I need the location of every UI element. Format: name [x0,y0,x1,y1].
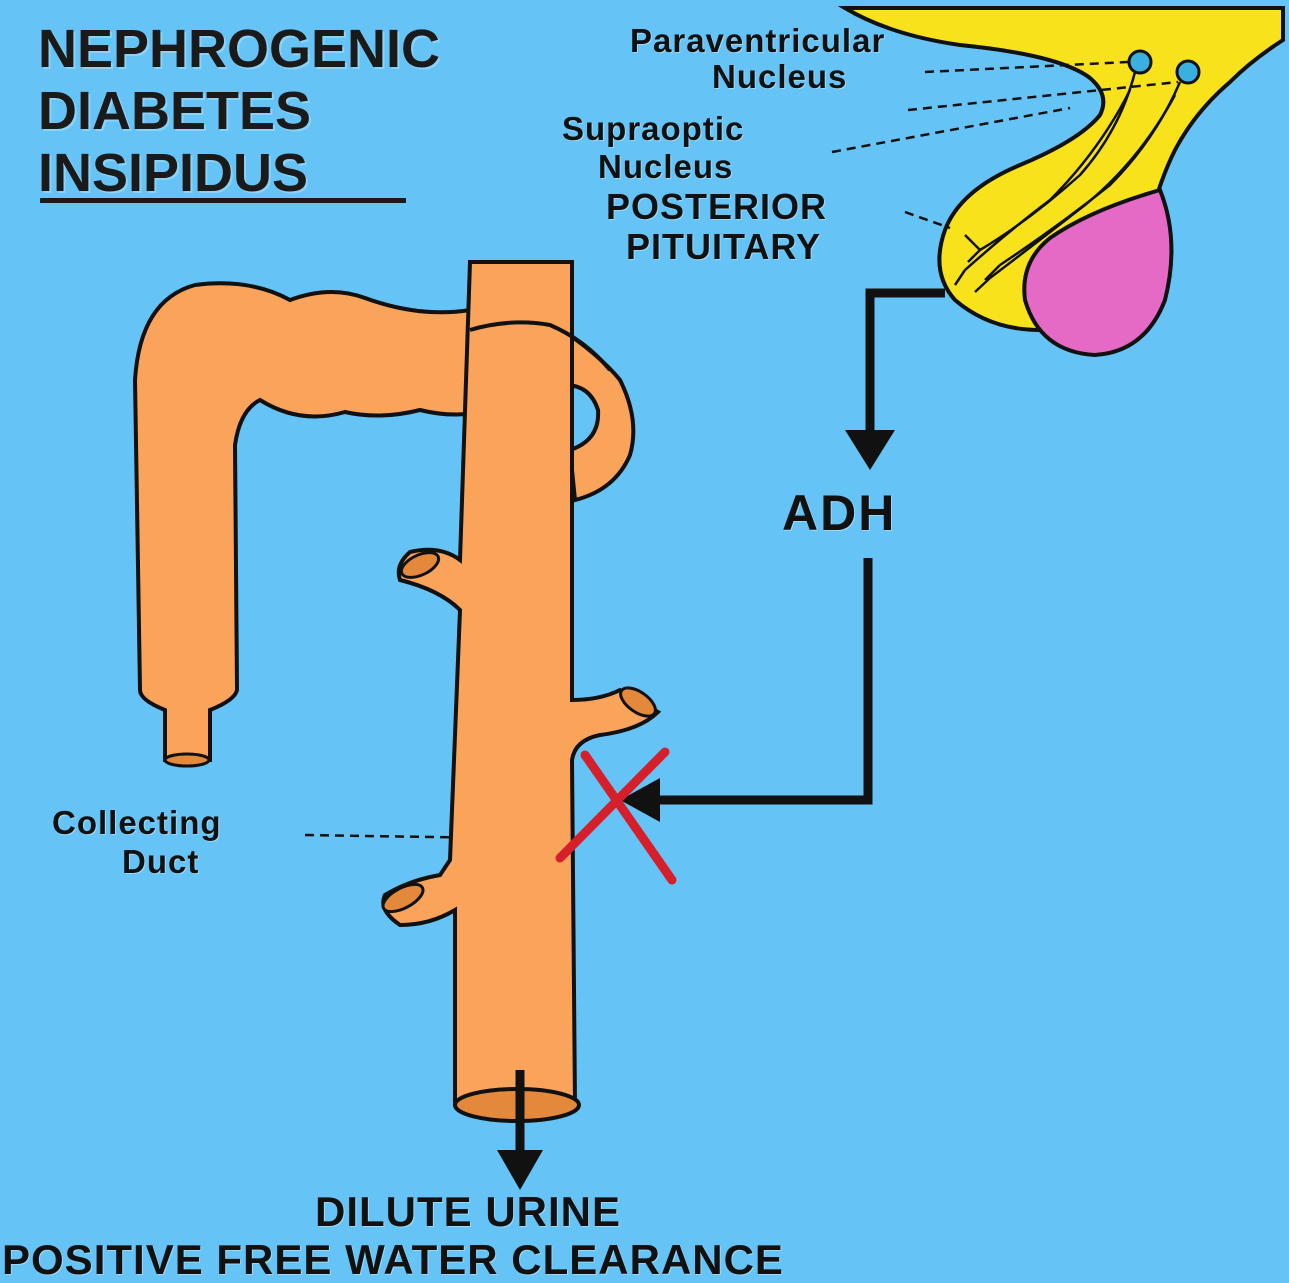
title-underline [40,198,406,203]
supraoptic-neuron-icon [1177,61,1199,83]
collecting-duct-label-line2: Duct [122,845,199,880]
urine-flow-arrowhead-icon [497,1150,543,1190]
outcome-line-2: POSITIVE FREE WATER CLEARANCE [2,1238,784,1282]
posterior-label-line1: POSTERIOR [606,188,827,226]
collecting-duct-label-line1: Collecting [52,806,222,841]
supraoptic-label-line2: Nucleus [598,150,733,185]
adh-arrowhead-down-icon [845,430,895,470]
supraoptic-label-line1: Supraoptic [562,112,744,147]
paraventricular-label-line1: Paraventricular [630,24,885,59]
title-line-3: INSIPIDUS [38,142,440,204]
diagram-title: NEPHROGENIC DIABETES INSIPIDUS [38,18,440,204]
adh-label: ADH [782,487,896,540]
paraventricular-neuron-icon [1129,51,1151,73]
paraventricular-label-line2: Nucleus [712,60,847,95]
title-line-1: NEPHROGENIC [38,18,440,80]
title-line-2: DIABETES [38,80,440,142]
adh-pathway [650,293,945,800]
posterior-label-line2: PITUITARY [626,228,821,266]
outcome-line-1: DILUTE URINE [315,1190,621,1234]
proximal-opening [165,754,209,766]
